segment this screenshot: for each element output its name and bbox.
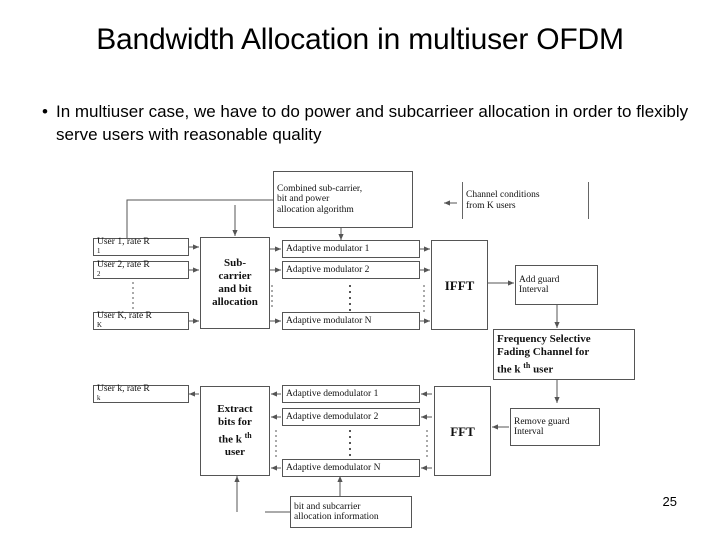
fading-channel-line-3-a: the k bbox=[497, 363, 524, 376]
block-adaptive-modulator-1[interactable]: Adaptive modulator 1 bbox=[282, 240, 420, 258]
extract-line-3: the k th bbox=[218, 429, 251, 447]
block-combined-allocation-algorithm[interactable]: Combined sub-carrier, bit and power allo… bbox=[273, 171, 413, 228]
fading-channel-line-2: Fading Channel for bbox=[497, 345, 590, 358]
block-user-1-subscript: 1 bbox=[97, 248, 101, 255]
page-title: Bandwidth Allocation in multiuser OFDM bbox=[96, 23, 624, 56]
block-adaptive-demodulator-2[interactable]: Adaptive demodulator 2 bbox=[282, 408, 420, 426]
block-user-k-lower-subscript: k bbox=[97, 395, 101, 402]
block-extract-bits-for-kth-user[interactable]: Extract bits for the k th user bbox=[200, 386, 270, 476]
bullet-item-text: In multiuser case, we have to do power a… bbox=[56, 102, 689, 144]
block-ifft[interactable]: IFFT bbox=[431, 240, 488, 330]
block-user-2-subscript: 2 bbox=[97, 271, 101, 278]
extract-line-3-sup: th bbox=[244, 430, 252, 440]
block-subcarrier-and-bit-allocation[interactable]: Sub- carrier and bit allocation bbox=[200, 237, 270, 329]
page-number: 25 bbox=[662, 494, 677, 509]
block-remove-guard-interval[interactable]: Remove guard Interval bbox=[510, 408, 600, 446]
block-channel-conditions[interactable]: Channel conditions from K users bbox=[462, 182, 589, 219]
block-bit-and-subcarrier-allocation-information[interactable]: bit and subcarrier allocation informatio… bbox=[290, 496, 412, 528]
block-user-2-label: User 2, rate R bbox=[97, 259, 150, 270]
block-fft[interactable]: FFT bbox=[434, 386, 491, 476]
block-user-1-label: User 1, rate R bbox=[97, 236, 150, 247]
extract-line-1: Extract bbox=[217, 402, 253, 415]
block-user-k-capital-label: User K, rate R bbox=[97, 310, 152, 321]
block-add-guard-interval[interactable]: Add guard Interval bbox=[515, 265, 598, 305]
block-user-k-lower-label: User k, rate R bbox=[97, 383, 150, 394]
block-user-k-capital-subscript: K bbox=[97, 322, 102, 329]
block-adaptive-demodulator-n[interactable]: Adaptive demodulator N bbox=[282, 459, 420, 477]
block-adaptive-modulator-2[interactable]: Adaptive modulator 2 bbox=[282, 261, 420, 279]
fading-channel-line-3-c: user bbox=[530, 363, 554, 376]
fading-channel-line-1: Frequency Selective bbox=[497, 332, 591, 345]
block-adaptive-modulator-n[interactable]: Adaptive modulator N bbox=[282, 312, 420, 330]
fading-channel-line-3-sup: th bbox=[523, 360, 531, 370]
extract-line-4: user bbox=[224, 446, 246, 459]
bullet-list: • In multiuser case, we have to do power… bbox=[34, 100, 694, 146]
bullet-marker-icon: • bbox=[42, 102, 48, 121]
extract-line-2: bits for bbox=[218, 415, 252, 428]
extract-line-3-a: the k bbox=[218, 433, 245, 446]
block-adaptive-demodulator-1[interactable]: Adaptive demodulator 1 bbox=[282, 385, 420, 403]
block-frequency-selective-fading-channel[interactable]: Frequency Selective Fading Channel for t… bbox=[493, 329, 635, 380]
fading-channel-line-3: the k th user bbox=[497, 359, 553, 377]
